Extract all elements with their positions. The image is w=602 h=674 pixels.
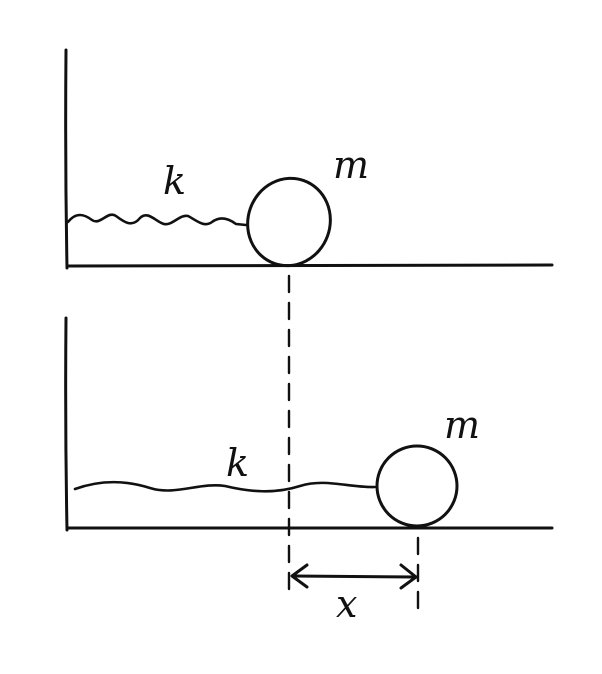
bottom-spring-label: k [226,441,249,485]
bottom-mass [375,444,459,528]
displacement-arrow [290,563,418,590]
top-wall [64,48,69,270]
top-spring-label: k [163,159,186,203]
displacement-arrow-shaft [291,574,418,579]
displacement-label: x [336,582,357,626]
top-mass [246,176,332,268]
top-spring-compressed [66,213,248,227]
top-floor [65,263,554,268]
top-mass-label: m [333,143,369,187]
displacement-arrowhead-left [290,563,309,589]
bottom-wall [64,316,69,532]
bottom-panel: k m [64,316,554,532]
bottom-spring-stretched [73,480,377,493]
displacement-arrowhead-right [399,563,418,590]
bottom-mass-label: m [444,403,480,447]
top-panel: k m [64,48,554,270]
